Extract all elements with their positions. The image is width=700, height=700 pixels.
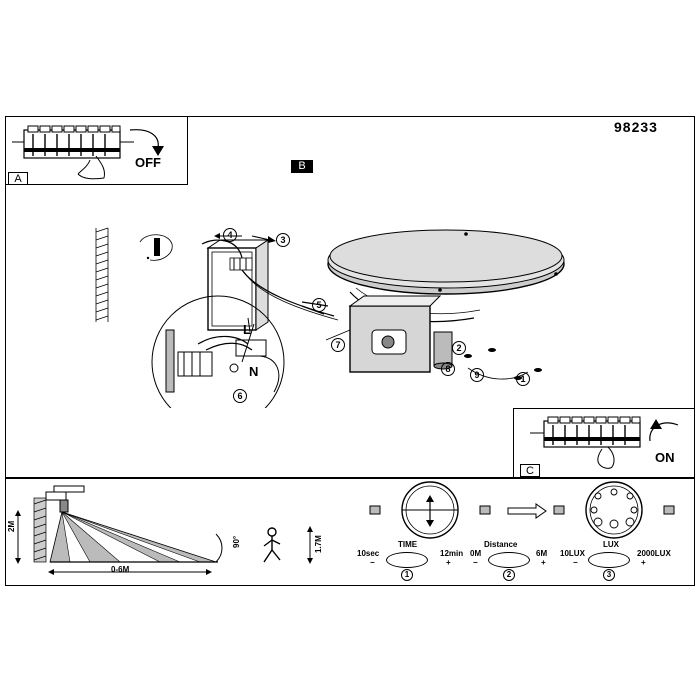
on-label: ON	[655, 450, 675, 465]
detection-range-label: 0-6M	[111, 565, 130, 574]
step-badge-3: 3	[276, 233, 290, 247]
distance-dial-knob[interactable]	[488, 552, 530, 568]
lux-dial-title: LUX	[603, 540, 619, 549]
time-dial-max: 12min	[440, 549, 464, 558]
detection-angle-label: 90°	[232, 535, 241, 548]
step-badge-7: 7	[331, 338, 345, 352]
lux-dial-number: 3	[603, 569, 615, 581]
distance-dial-min: 0M	[470, 549, 482, 558]
lamp-illustration	[327, 229, 565, 373]
lux-dial-min: 10LUX	[560, 549, 585, 558]
sensor-head-illustration	[369, 481, 675, 539]
main-panel-frame	[5, 116, 695, 478]
distance-dial-number: 2	[503, 569, 515, 581]
distance-dial-max: 6M	[536, 549, 548, 558]
wall-plate	[206, 239, 270, 331]
step-badge-8: 8	[441, 362, 455, 376]
step-badge-4: 4	[223, 228, 237, 242]
inset-panel-c	[513, 408, 695, 478]
person-height-label: 1.7M	[314, 535, 323, 553]
person-silhouette	[263, 527, 281, 563]
step-badge-1: 1	[516, 372, 530, 386]
panel-tag-c: C	[520, 464, 540, 477]
mount-height-label: 2M	[7, 520, 16, 532]
panel-tag-a: A	[8, 172, 28, 185]
terminal-block-off-illustration	[12, 125, 164, 180]
distance-dial-title: Distance	[484, 540, 518, 549]
distance-dial-minus: −	[473, 558, 478, 567]
lux-dial-knob[interactable]	[588, 552, 630, 568]
bottom-panel-frame	[5, 478, 695, 586]
time-dial-min: 10sec	[357, 549, 380, 558]
product-code: 98233	[614, 119, 658, 135]
off-label: OFF	[135, 155, 161, 170]
inset-panel-a	[5, 116, 188, 185]
time-dial-plus: +	[446, 558, 451, 567]
sensor-coverage-diagram	[15, 485, 313, 575]
lux-dial-plus: +	[641, 558, 646, 567]
terminal-neutral-label: N	[249, 364, 259, 379]
time-dial-number: 1	[401, 569, 413, 581]
step-badge-5: 5	[312, 298, 326, 312]
time-dial-minus: −	[370, 558, 375, 567]
lux-dial-minus: −	[573, 558, 578, 567]
lux-dial-max: 2000LUX	[637, 549, 671, 558]
terminal-live-label: L	[243, 322, 251, 337]
time-dial-knob[interactable]	[386, 552, 428, 568]
panel-tag-b: B	[291, 160, 313, 173]
dowel-detail	[139, 234, 173, 261]
distance-dial-plus: +	[541, 558, 546, 567]
terminal-block-on-illustration	[530, 416, 679, 469]
installation-drawing	[95, 227, 565, 408]
wall-hatch	[95, 227, 109, 322]
step-badge-9: 9	[470, 368, 484, 382]
time-dial-title: TIME	[398, 540, 418, 549]
step-badge-6: 6	[233, 389, 247, 403]
step-badge-2: 2	[452, 341, 466, 355]
